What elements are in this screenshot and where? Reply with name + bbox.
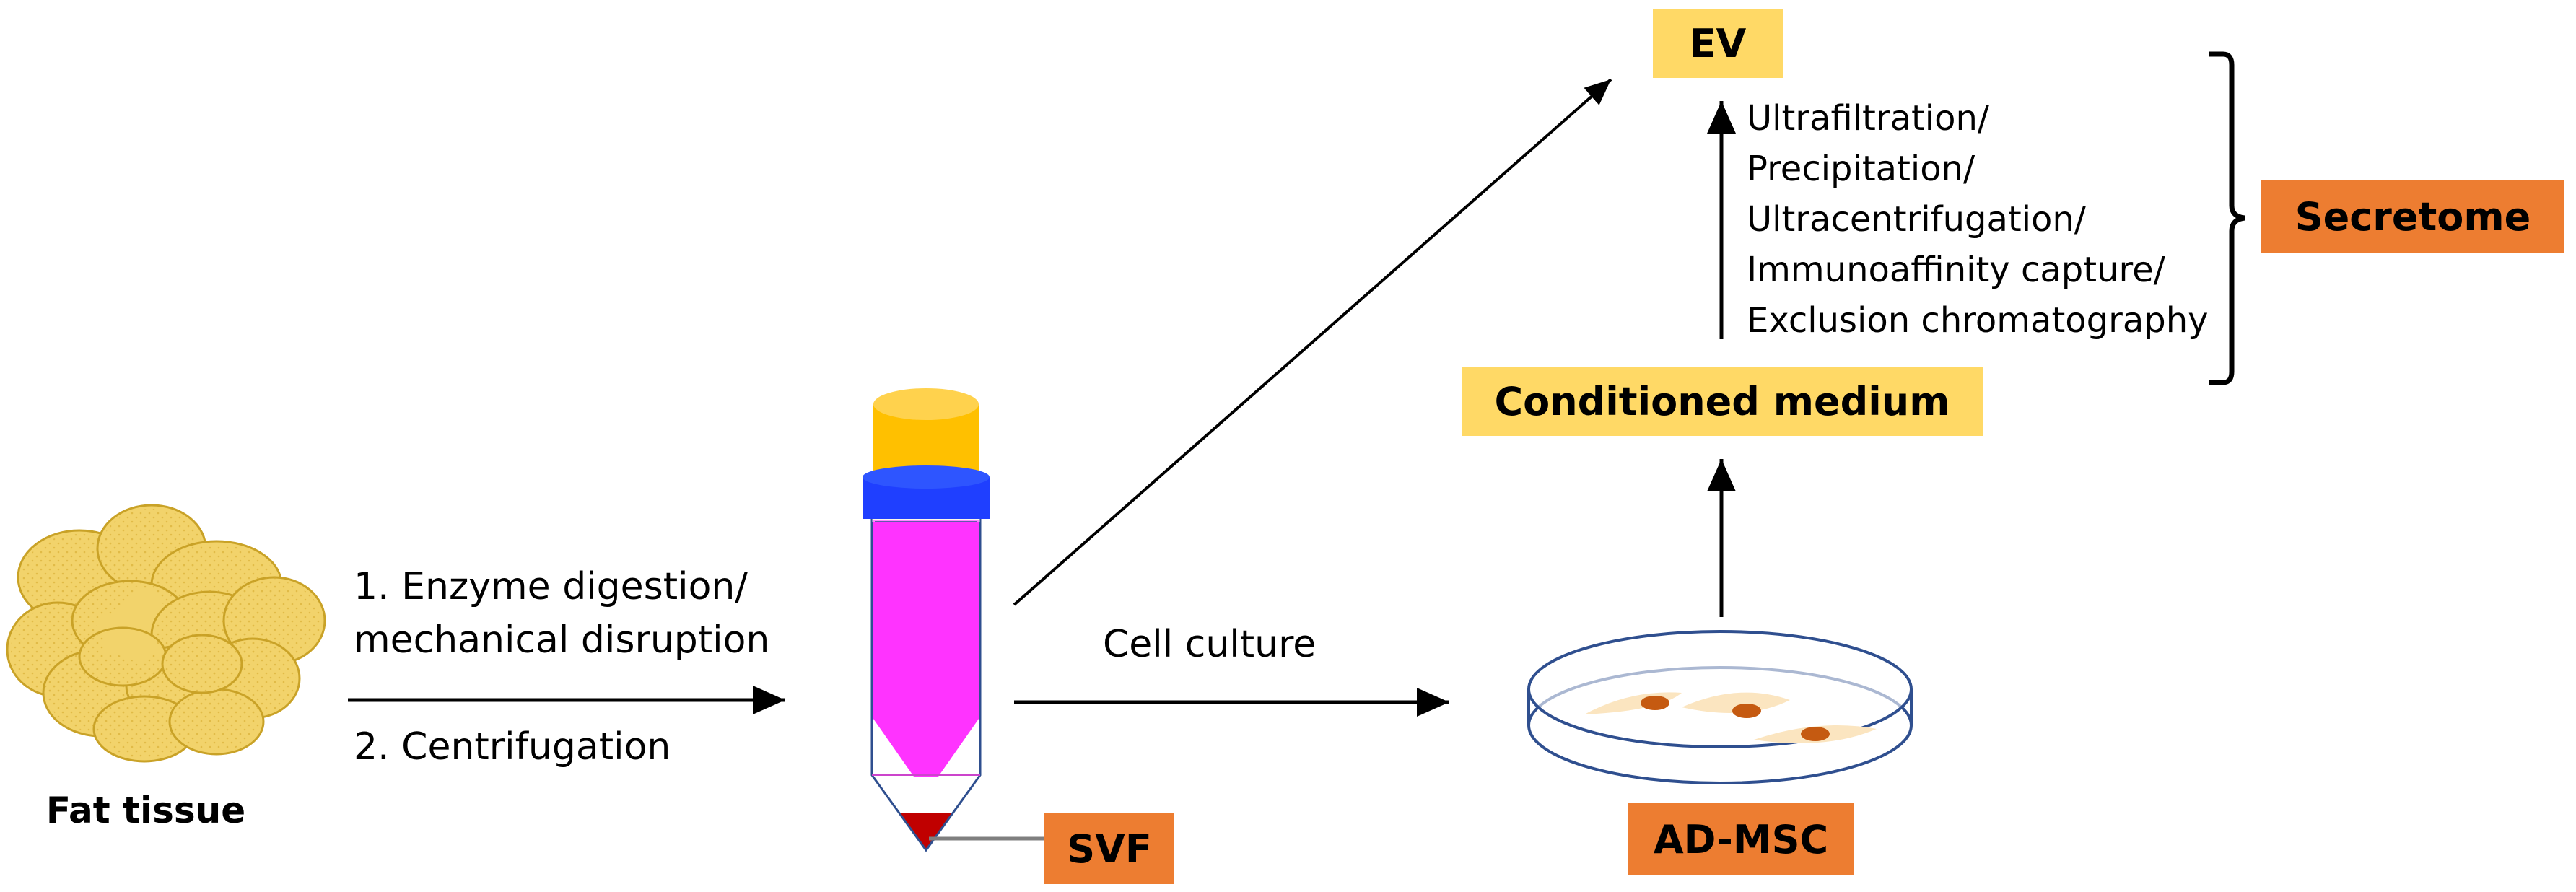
- method-item: Immunoaffinity capture/: [1747, 250, 2166, 290]
- petri-dish-icon: [1527, 630, 1913, 784]
- step1-line2: mechanical disruption: [354, 618, 769, 662]
- cell-culture-label: Cell culture: [1103, 623, 1316, 666]
- fat-tissue-icon: [6, 504, 326, 763]
- ad-msc-box: AD-MSC: [1628, 803, 1854, 875]
- centrifuge-tube-icon: [863, 388, 990, 852]
- arrow-to-ev: [1013, 78, 1612, 606]
- method-item: Exclusion chromatography: [1747, 300, 2209, 341]
- ev-box: EV: [1653, 9, 1783, 78]
- method-item: Ultracentrifugation/: [1747, 199, 2087, 240]
- secretome-box: Secretome: [2261, 180, 2564, 253]
- isolation-methods-list: Ultrafiltration/ Precipitation/ Ultracen…: [1747, 98, 2209, 341]
- step2-label: 2. Centrifugation: [354, 725, 671, 769]
- method-item: Ultrafiltration/: [1747, 98, 1990, 139]
- secretome-bracket: [2209, 51, 2245, 385]
- step1-line1: 1. Enzyme digestion/: [354, 565, 748, 608]
- fat-tissue-label: Fat tissue: [46, 790, 245, 831]
- svf-box: SVF: [1044, 813, 1174, 884]
- conditioned-medium-box: Conditioned medium: [1462, 367, 1983, 436]
- method-item: Precipitation/: [1747, 149, 1975, 189]
